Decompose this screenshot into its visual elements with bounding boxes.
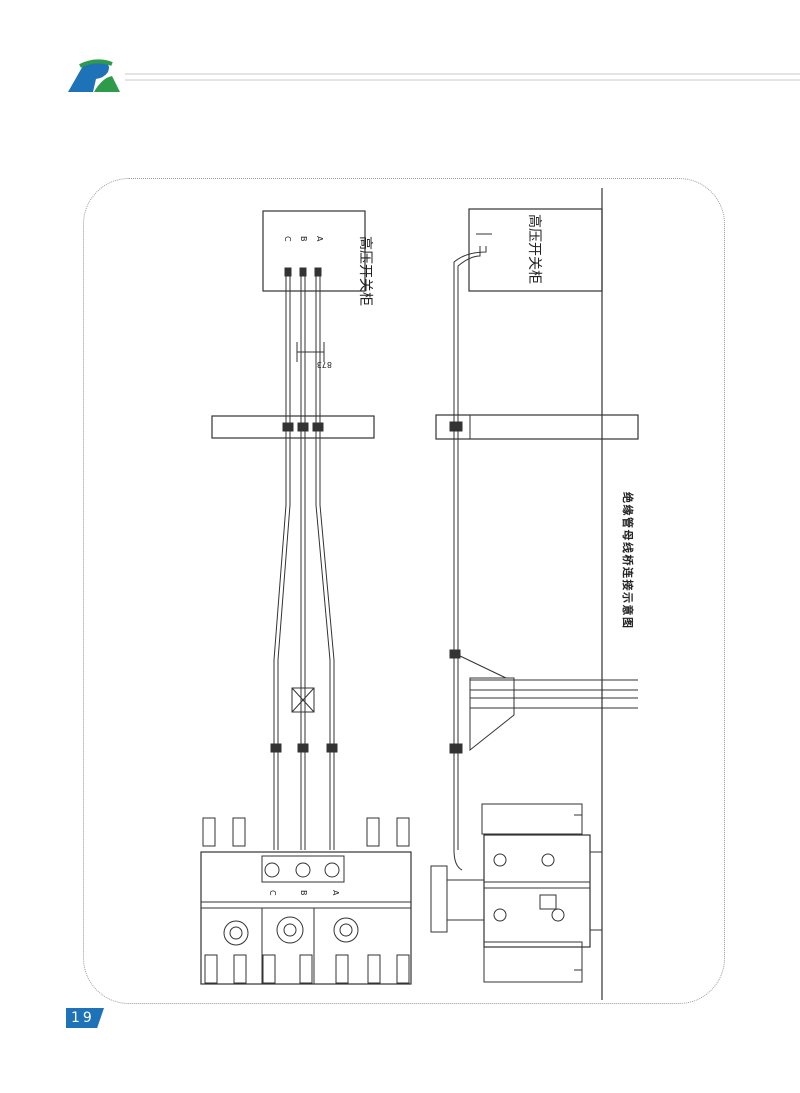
phase-label-a: A — [315, 236, 324, 242]
top-terminals — [284, 267, 322, 277]
page-number: 19 — [66, 1008, 104, 1028]
busbar-elevation — [453, 246, 487, 871]
brand-logo — [68, 59, 120, 92]
support-bracket — [291, 687, 315, 713]
phase-label-c-lower: C — [268, 890, 277, 896]
content-frame — [83, 178, 725, 1004]
cabinet-label-elevation: 高压开关柜 — [526, 214, 543, 284]
wall-elevation — [435, 414, 639, 440]
busbar-phase-c — [273, 276, 291, 850]
transformer-plan: C B A — [200, 851, 412, 985]
cabinet-label-plan: 高压开关柜 — [357, 236, 374, 306]
radiator-fins-bottom — [204, 954, 410, 984]
phase-label-b: B — [299, 236, 308, 242]
radiator-fins-top — [202, 817, 410, 847]
phase-label-c: C — [283, 236, 292, 242]
busbar-phase-b — [300, 276, 306, 850]
phase-labels-top: C B A — [283, 236, 324, 242]
busbar-phase-a — [315, 276, 335, 850]
page-header — [68, 59, 800, 92]
phase-label-b-lower: B — [299, 890, 308, 896]
switchgear-cabinet-elevation — [468, 208, 603, 292]
diagram-caption: 绝缘管母线桥连接示意图 — [621, 492, 635, 630]
lower-clamps — [270, 743, 338, 753]
wall-clamps-plan — [282, 422, 324, 432]
support-structure-elevation — [449, 649, 638, 754]
dimension-label: 873 — [317, 360, 332, 369]
phase-label-a-lower: A — [331, 890, 340, 896]
wall-plan — [211, 415, 375, 439]
transformer-elevation — [430, 803, 603, 983]
switchgear-cabinet-plan — [262, 210, 366, 292]
